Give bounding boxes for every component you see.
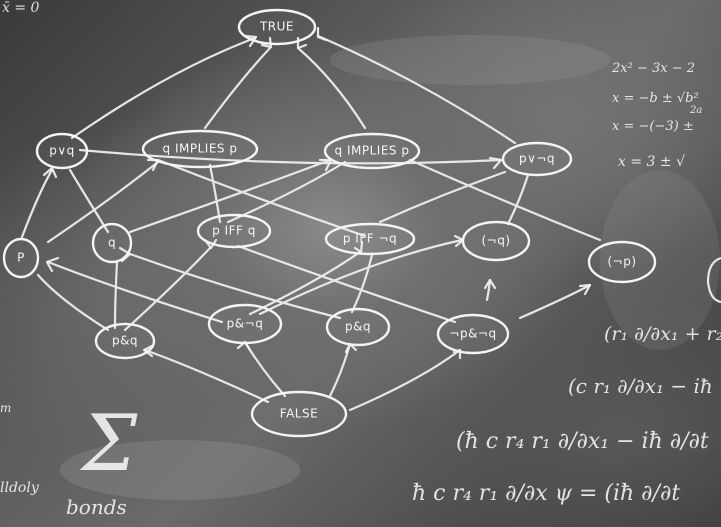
node-q-implies-p-2: q IMPLIES p [323, 132, 421, 170]
node-false: FALSE [250, 390, 348, 438]
node-p-or-not-q: p∨¬q [501, 141, 573, 177]
arrow-false-pandql [143, 348, 270, 404]
node-p-iff-q-label: p IFF q [212, 224, 256, 238]
node-p-label: P [17, 251, 25, 265]
arrow-lines [20, 34, 602, 412]
node-true: TRUE [237, 8, 317, 46]
node-not-p-and-not-q-label: ¬p&¬q [449, 327, 496, 341]
arrow-npnq-np [518, 283, 592, 320]
math-left-word: lldoly [0, 480, 40, 496]
node-p-and-q: p&q [325, 307, 391, 347]
node-p-iff-q: p IFF q [196, 213, 272, 249]
math-eq2: x = −b ± √b² [612, 91, 699, 106]
math-eq7: (ħ c r₄ r₁ ∂/∂x₁ − iħ ∂/∂t [456, 429, 709, 454]
arrow-false-npnq [348, 348, 462, 412]
node-p-and-q-label: p&q [345, 320, 371, 334]
node-p-or-q-label: p∨q [49, 144, 75, 158]
math-eq3: x = −(−3) ± [612, 119, 694, 134]
node-not-q: (¬q) [461, 220, 531, 262]
node-true-label: TRUE [259, 20, 294, 34]
arrow-pandq2-q [128, 252, 342, 320]
arrow-pandql-q [113, 260, 119, 330]
node-not-p: (¬p) [587, 240, 657, 284]
math-sigma: Σ [79, 399, 138, 489]
node-p-and-not-q: p&¬q [207, 303, 283, 345]
math-eq2b: 2a [689, 105, 702, 116]
math-bonds: bonds [66, 495, 127, 519]
math-top-left: x̄ = 0 [2, 0, 40, 16]
arrow-npnq-piff [236, 244, 457, 324]
node-not-p-and-not-q: ¬p&¬q [436, 313, 510, 355]
node-false-label: FALSE [280, 407, 318, 421]
arrow-pandq-p [36, 273, 110, 332]
math-eq4: x = 3 ± √ [618, 154, 685, 170]
math-left-fragment: m [0, 401, 11, 415]
arrow-p-qimp [46, 160, 160, 244]
node-q: q [91, 222, 133, 264]
arrow-p-porq [20, 168, 54, 239]
arrow-pandnq-piffn [248, 250, 362, 316]
arrow-porq-true [70, 36, 257, 140]
node-not-q-label: (¬q) [481, 234, 510, 248]
math-eq1: 2x² − 3x − 2 [611, 61, 695, 76]
node-p-iff-not-q: p IFF ¬q [324, 222, 416, 256]
arrow-qimp2-true [296, 46, 367, 130]
node-p-or-not-q-label: p∨¬q [519, 152, 555, 166]
arrow-p-pornq [78, 148, 502, 165]
arrow-np-qimp2 [408, 158, 602, 242]
partial-node-right-edge [706, 256, 721, 304]
node-p-iff-not-q-label: p IFF ¬q [343, 232, 397, 246]
math-eq8: ħ c r₄ r₁ ∂/∂x ψ = (iħ ∂/∂t [412, 481, 680, 506]
arrow-pandnq-p [46, 260, 224, 324]
node-q-implies-p: q IMPLIES p [141, 129, 259, 169]
arrow-q-qimp2 [128, 158, 332, 234]
math-eq5: (r₁ ∂/∂x₁ + r₂ [604, 323, 721, 345]
node-p-and-q-left: p&q [94, 322, 156, 360]
arrow-pandql-piff [123, 246, 212, 332]
math-eq6: (c r₁ ∂/∂x₁ − iħ [568, 374, 713, 398]
node-q-label: q [108, 236, 116, 250]
arrow-pandnq-nq [258, 238, 464, 316]
node-p-and-not-q-label: p&¬q [227, 317, 264, 331]
arrow-piff-qimp [208, 163, 222, 224]
node-q-implies-p-label: q IMPLIES p [163, 142, 238, 156]
node-not-p-label: (¬p) [607, 255, 636, 269]
arrow-pandq2-piffn [350, 253, 374, 314]
node-p-or-q: p∨q [35, 132, 89, 170]
arrow-pornq-true [316, 34, 517, 145]
node-p-and-q-left-label: p&q [112, 334, 138, 348]
arrow-nq-pornq [506, 173, 530, 226]
arrow-piffn-pornq [378, 170, 507, 224]
chalk-smudges [60, 35, 720, 500]
node-p: P [2, 237, 40, 279]
node-q-implies-p-2-label: q IMPLIES p [335, 144, 410, 158]
arrow-qimp-true [203, 46, 272, 130]
